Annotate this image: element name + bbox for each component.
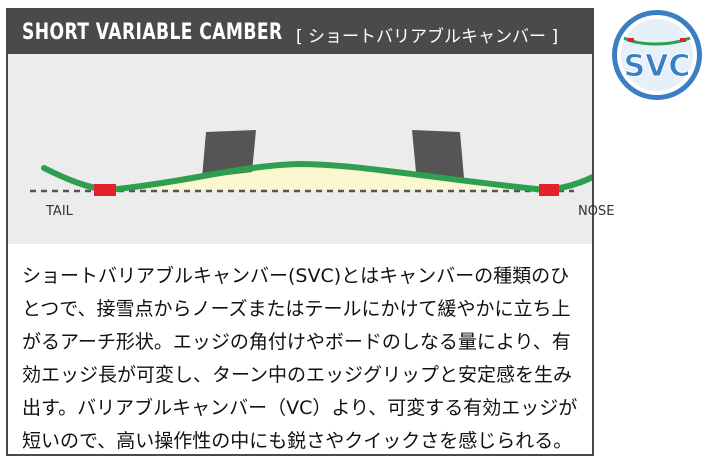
camber-diagram: TAIL NOSE xyxy=(8,54,614,244)
tail-label: TAIL xyxy=(46,204,73,219)
camber-subtitle: [ ショートバリアブルキャンバー ] xyxy=(296,27,559,47)
svc-badge: SVC xyxy=(612,10,702,100)
description-text: ショートバリアブルキャンバー(SVC)とはキャンバーの種類のひとつで、接雪点から… xyxy=(22,265,578,452)
camber-description: ショートバリアブルキャンバー(SVC)とはキャンバーの種類のひとつで、接雪点から… xyxy=(8,244,592,454)
binding-left xyxy=(202,130,256,178)
camber-profile-svg xyxy=(30,130,613,196)
contact-point-nose xyxy=(539,184,559,196)
card-header: SHORT VARIABLE CAMBER [ ショートバリアブルキャンバー ] xyxy=(8,10,592,54)
camber-info-card: SHORT VARIABLE CAMBER [ ショートバリアブルキャンバー ]… xyxy=(6,8,614,456)
camber-title: SHORT VARIABLE CAMBER xyxy=(22,19,283,45)
binding-right xyxy=(412,130,464,178)
nose-label: NOSE xyxy=(578,204,615,219)
contact-point-tail xyxy=(94,184,116,196)
camber-arch-area xyxy=(108,164,546,190)
badge-label: SVC xyxy=(624,49,691,84)
